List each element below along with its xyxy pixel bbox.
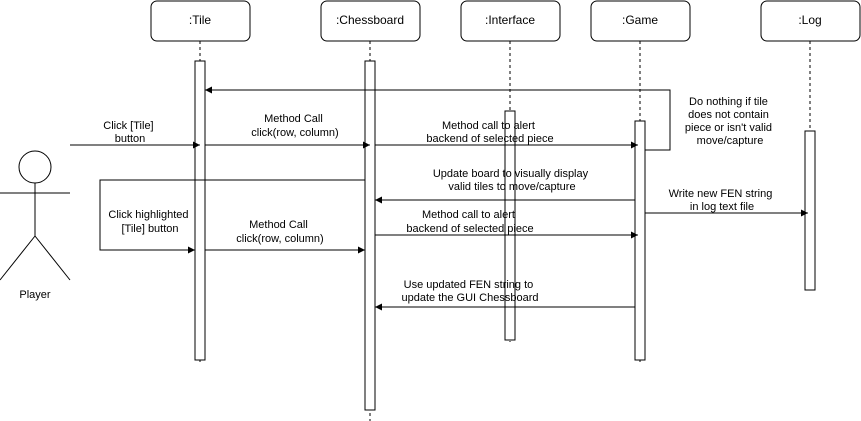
activation-interface bbox=[504, 110, 516, 341]
lifeline-log-label: :Log bbox=[798, 13, 821, 27]
lifeline-log-head[interactable] bbox=[760, 0, 861, 42]
actor-label: Player bbox=[19, 289, 51, 301]
msg-method-call-2-label: Method Call click(row, column) bbox=[236, 219, 323, 245]
activation-chessboard bbox=[364, 60, 376, 411]
activation-tile bbox=[194, 60, 206, 361]
lifeline-interface-head[interactable] bbox=[460, 0, 561, 42]
lifeline-interface-label: :Interface bbox=[485, 13, 535, 27]
lifeline-game-label: :Game bbox=[622, 13, 658, 27]
lifeline-chessboard-label: :Chessboard bbox=[336, 13, 404, 27]
lifeline-tile-head[interactable] bbox=[150, 0, 251, 42]
msg-alert-backend-2-label: Method call to alert backend of selected… bbox=[406, 209, 533, 235]
lifeline-game-head[interactable] bbox=[590, 0, 691, 42]
msg-write-fen-label: Write new FEN string in log text file bbox=[669, 188, 776, 213]
activation-log bbox=[804, 130, 816, 291]
actor-right-leg bbox=[34, 235, 71, 281]
actor-player[interactable]: Player bbox=[0, 150, 71, 301]
lifeline-chessboard[interactable]: :Chessboard bbox=[320, 0, 421, 421]
msg-click-highlighted-arrow bbox=[99, 179, 365, 254]
actor-head bbox=[18, 150, 52, 184]
msg-alert-backend-1-label: Method call to alert backend of selected… bbox=[426, 120, 553, 145]
msg-do-nothing-arrow bbox=[205, 86, 671, 151]
msg-click-highlighted-label: Click highlighted [Tile] button bbox=[108, 209, 191, 235]
msg-do-nothing-label: Do nothing if tile does not contain piec… bbox=[685, 96, 775, 147]
msg-method-call-1-label: Method Call click(row, column) bbox=[251, 113, 338, 139]
lifeline-log[interactable]: :Log bbox=[760, 0, 861, 292]
lifeline-game[interactable]: :Game bbox=[590, 0, 691, 362]
lifeline-chessboard-head[interactable] bbox=[320, 0, 421, 42]
actor-left-leg bbox=[0, 235, 36, 281]
lifeline-tile[interactable]: :Tile bbox=[150, 0, 251, 362]
activation-game bbox=[634, 120, 646, 361]
lifeline-tile-label: :Tile bbox=[189, 13, 212, 27]
msg-update-board-label: Update board to visually display valid t… bbox=[433, 168, 591, 193]
msg-update-gui-label: Use updated FEN string to update the GUI… bbox=[402, 279, 539, 304]
msg-click-tile-label: Click [Tile] button bbox=[103, 120, 156, 145]
